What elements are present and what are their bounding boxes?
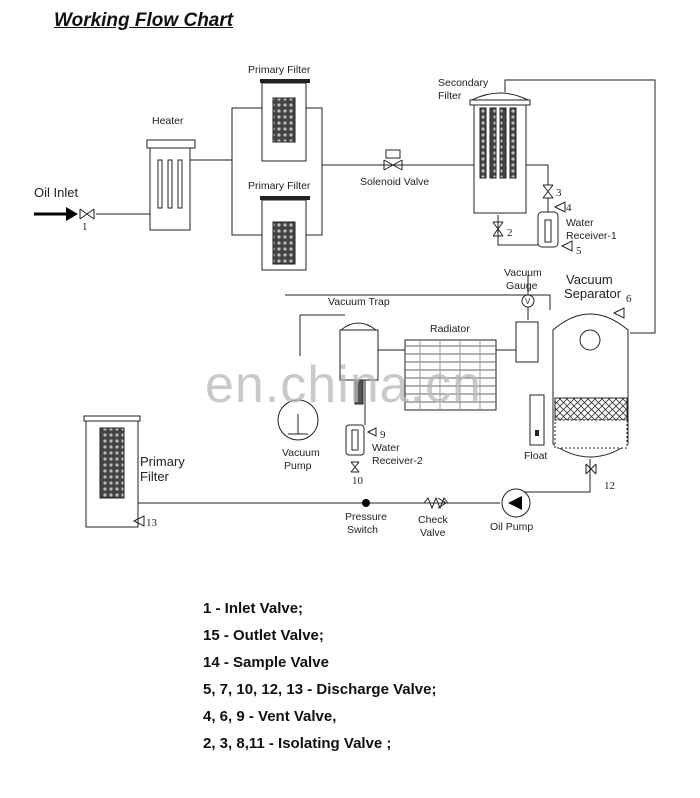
valve-1-icon — [79, 208, 95, 220]
svg-text:1: 1 — [82, 221, 88, 233]
oil-inlet-label: Oil Inlet — [34, 185, 78, 200]
svg-text:Primary Filter: Primary Filter — [248, 64, 311, 76]
vacuum-gauge: Vacuum Gauge V — [504, 267, 542, 363]
svg-text:Solenoid Valve: Solenoid Valve — [360, 176, 429, 188]
svg-text:Filter: Filter — [438, 90, 462, 102]
vacuum-separator: Vacuum Separator 6 Float 12 — [524, 272, 632, 492]
svg-text:4: 4 — [566, 202, 572, 214]
svg-text:6: 6 — [626, 293, 632, 305]
solenoid-valve: Solenoid Valve — [360, 149, 429, 188]
primary-filter-bottom: Primary Filter — [248, 180, 311, 271]
valve-5-icon — [560, 240, 573, 252]
svg-text:Water: Water — [372, 442, 400, 454]
check-valve: Check Valve — [418, 496, 449, 539]
secondary-filter: Secondary Filter 2 — [438, 77, 531, 239]
svg-text:Switch: Switch — [347, 524, 378, 536]
svg-text:Separator: Separator — [564, 286, 622, 301]
svg-text:Radiator: Radiator — [430, 323, 470, 335]
primary-filter-left: Primary Filter 13 — [83, 415, 185, 529]
svg-text:3: 3 — [556, 187, 562, 199]
svg-text:Check: Check — [418, 514, 449, 526]
oil-inlet: Oil Inlet 1 — [34, 185, 95, 233]
primary-filter-top: Primary Filter — [248, 64, 311, 162]
svg-text:Water: Water — [566, 217, 594, 229]
svg-text:V: V — [525, 297, 531, 306]
water-receiver-2: 9 Water Receiver-2 10 — [345, 424, 423, 487]
svg-text:Pump: Pump — [284, 460, 312, 472]
legend-item: 1 - Inlet Valve; — [203, 600, 304, 617]
svg-text:Float: Float — [524, 450, 547, 462]
svg-text:Secondary: Secondary — [438, 77, 489, 89]
svg-text:12: 12 — [604, 480, 615, 492]
legend-item: 14 - Sample Valve — [203, 654, 329, 671]
vacuum-pump: Vacuum Pump — [277, 399, 320, 472]
svg-text:Oil Pump: Oil Pump — [490, 521, 533, 533]
heater-label: Heater — [152, 115, 184, 127]
svg-text:Vacuum: Vacuum — [282, 447, 320, 459]
pressure-switch: Pressure Switch — [345, 499, 387, 536]
svg-text:9: 9 — [380, 429, 386, 441]
legend-item: 2, 3, 8,11 - Isolating Valve ; — [203, 735, 392, 752]
svg-text:2: 2 — [507, 227, 513, 239]
svg-text:Valve: Valve — [420, 527, 446, 539]
valve-legend: 1 - Inlet Valve; 15 - Outlet Valve; 14 -… — [203, 600, 436, 762]
pipes — [96, 79, 656, 504]
svg-text:13: 13 — [146, 517, 158, 529]
valve-12-icon — [585, 463, 597, 475]
legend-item: 15 - Outlet Valve; — [203, 627, 324, 644]
oil-pump: Oil Pump — [490, 488, 533, 533]
radiator: Radiator — [404, 323, 497, 411]
svg-text:10: 10 — [352, 475, 364, 487]
valve-3-icon — [542, 184, 554, 199]
vacuum-trap: Vacuum Trap — [328, 296, 390, 405]
svg-text:Pressure: Pressure — [345, 511, 387, 523]
valve-9-icon — [366, 427, 377, 437]
valve-6-icon — [612, 307, 625, 319]
svg-text:Gauge: Gauge — [506, 280, 538, 292]
svg-text:5: 5 — [576, 245, 582, 257]
legend-item: 4, 6, 9 - Vent Valve, — [203, 708, 337, 725]
svg-text:Primary Filter: Primary Filter — [248, 180, 311, 192]
svg-text:Vacuum: Vacuum — [504, 267, 542, 279]
valve-2-icon — [492, 221, 504, 237]
svg-text:Receiver-1: Receiver-1 — [566, 230, 617, 242]
valve-10-icon — [350, 461, 360, 473]
svg-text:Receiver-2: Receiver-2 — [372, 455, 423, 467]
watermark: en.china.cn — [205, 356, 482, 414]
valve-4-icon — [553, 201, 566, 213]
page-title: Working Flow Chart — [54, 10, 234, 31]
svg-text:Filter: Filter — [140, 469, 170, 484]
svg-text:Primary: Primary — [140, 454, 185, 469]
valve-13-icon — [132, 515, 145, 527]
legend-item: 5, 7, 10, 12, 13 - Discharge Valve; — [203, 681, 437, 698]
water-receiver-1: 3 4 Water Receiver-1 5 — [537, 184, 617, 257]
svg-text:Vacuum: Vacuum — [566, 272, 613, 287]
pump-arrow-icon — [508, 496, 522, 510]
heater: Heater — [146, 115, 196, 231]
svg-text:Vacuum Trap: Vacuum Trap — [328, 296, 390, 308]
